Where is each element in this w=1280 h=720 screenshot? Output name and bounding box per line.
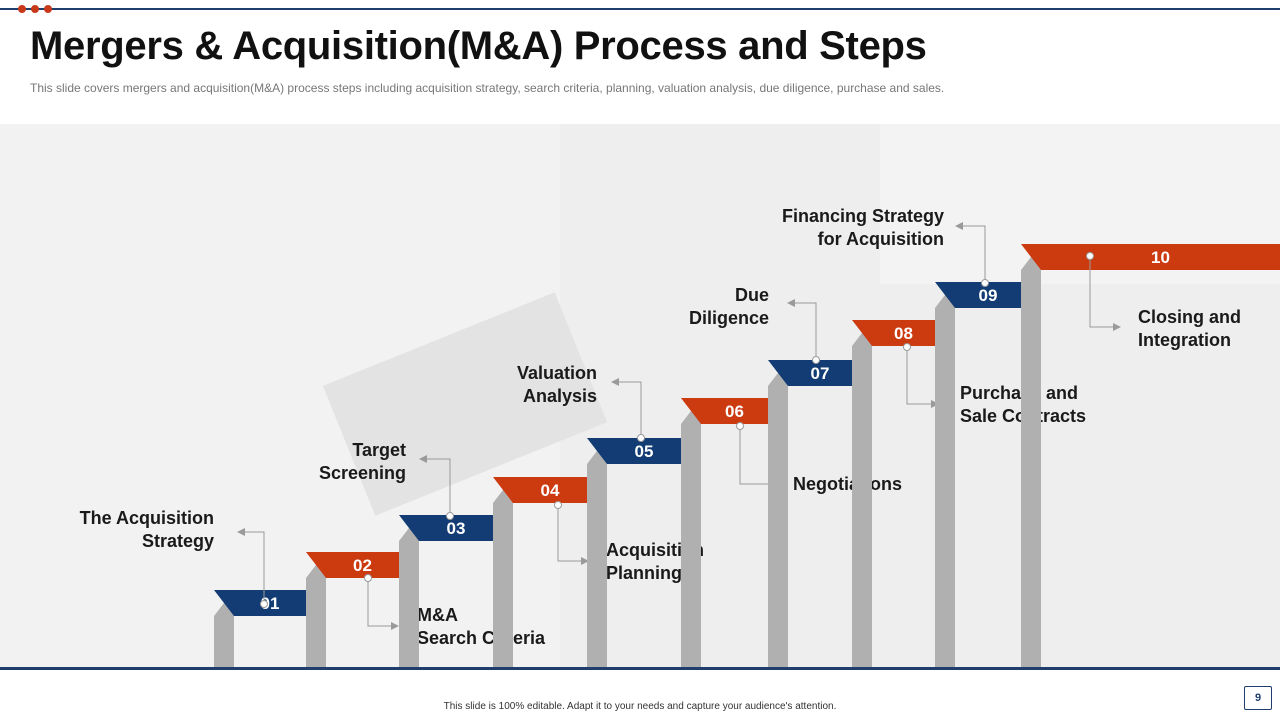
connector-arrow <box>419 455 451 516</box>
slide-subtitle: This slide covers mergers and acquisitio… <box>30 81 945 95</box>
connector-dot <box>812 356 820 364</box>
connector-dot <box>903 343 911 351</box>
step-tread <box>214 590 326 616</box>
step-label: Negotiations <box>793 474 902 494</box>
connector-arrow <box>557 505 589 565</box>
step-riser <box>493 477 513 667</box>
decorative-dots <box>18 5 58 13</box>
step-tread <box>1021 244 1280 270</box>
step-tread <box>768 360 872 386</box>
connector-arrow <box>1089 256 1121 331</box>
connector-dot <box>446 512 454 520</box>
connector-dot <box>364 574 372 582</box>
background-photo <box>0 124 1280 668</box>
connector-arrow <box>739 426 777 488</box>
step-number: 10 <box>1151 248 1170 267</box>
connector-arrow <box>906 347 939 408</box>
connector-arrow <box>955 222 986 283</box>
step-number: 08 <box>894 324 913 343</box>
step-tread <box>935 282 1041 308</box>
step-number: 06 <box>725 402 744 421</box>
slide-title: Mergers & Acquisition(M&A) Process and S… <box>30 24 927 68</box>
connector-arrow <box>787 299 817 360</box>
step-tread <box>681 398 788 424</box>
step-number: 05 <box>635 442 654 461</box>
connector-arrow <box>611 378 642 438</box>
step-riser <box>768 360 788 667</box>
step-number: 01 <box>261 594 280 613</box>
step-tread <box>587 438 701 464</box>
footer-note: This slide is 100% editable. Adapt it to… <box>443 701 837 712</box>
step-number: 04 <box>541 481 560 500</box>
dot-icon <box>18 5 26 13</box>
connector-dot <box>981 279 989 287</box>
dot-icon <box>44 5 52 13</box>
step-riser <box>399 515 419 667</box>
step-number: 02 <box>353 556 372 575</box>
connector-dot <box>736 422 744 430</box>
top-accent-line <box>0 8 1280 10</box>
step-number: 03 <box>447 519 466 538</box>
step-tread <box>493 477 607 503</box>
page-number-badge: 9 <box>1244 686 1272 710</box>
step-riser <box>306 552 326 667</box>
step-riser <box>852 320 872 667</box>
connector-dot <box>554 501 562 509</box>
step-tread <box>399 515 513 541</box>
step-riser <box>1021 244 1041 667</box>
bottom-accent-line <box>0 667 1280 670</box>
connector-dot <box>1086 252 1094 260</box>
step-number: 07 <box>811 364 830 383</box>
connector-arrow <box>237 528 265 604</box>
connector-arrow <box>367 578 399 630</box>
connector-dot <box>260 600 268 608</box>
step-riser <box>681 398 701 667</box>
step-riser <box>587 438 607 667</box>
step-tread <box>852 320 955 346</box>
step-tread <box>306 552 419 578</box>
step-riser <box>935 282 955 667</box>
dot-icon <box>31 5 39 13</box>
step-number: 09 <box>979 286 998 305</box>
connector-dot <box>637 434 645 442</box>
